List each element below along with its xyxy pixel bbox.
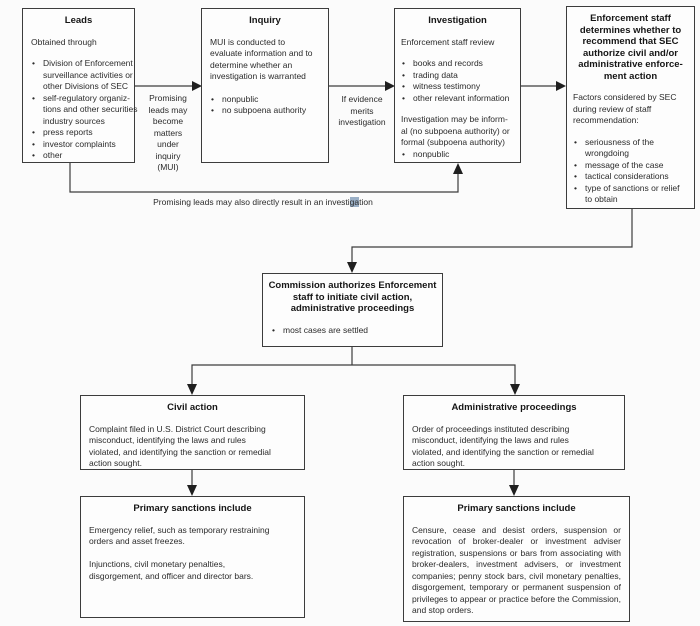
list-item: nonpublic bbox=[210, 94, 323, 106]
direct-label-text: tion bbox=[359, 197, 373, 207]
inquiry-title: Inquiry bbox=[249, 15, 281, 26]
enforcement-title: Enforcement staff determines whether to … bbox=[578, 13, 683, 82]
leads-box: Leads Obtained through Division of Enfor… bbox=[22, 8, 138, 163]
admin-sanctions-box: Primary sanctions include Censure, cease… bbox=[403, 496, 630, 622]
list-item: tactical considerations bbox=[573, 171, 692, 183]
direct-label-text: Promising leads may also directly result… bbox=[153, 197, 350, 207]
arrowhead-down-icon bbox=[347, 262, 357, 273]
arrowhead-right-icon bbox=[385, 81, 395, 91]
direct-label-selection: ga bbox=[349, 197, 360, 207]
civil-action-title: Civil action bbox=[167, 402, 218, 413]
list-item: trading data bbox=[401, 70, 518, 82]
elbow-leads-to-investigation bbox=[69, 163, 459, 193]
civil-sanctions-box: Primary sanctions include Emergency reli… bbox=[80, 496, 305, 618]
leads-title: Leads bbox=[64, 15, 93, 26]
list-item: most cases are settled bbox=[271, 325, 437, 337]
inquiry-list: nonpublic no subpoena authority bbox=[210, 94, 323, 117]
investigation-box: Investigation Enforcement staff review b… bbox=[394, 8, 521, 163]
inquiry-paragraph: MUI is conducted to evaluate information… bbox=[210, 36, 313, 82]
list-item: seriousness of the wrongdoing bbox=[573, 137, 692, 160]
evidence-arrow-label: If evidence merits investigation bbox=[338, 94, 386, 127]
civil-sanctions-paragraph-2: Injunctions, civil monetary penalties, d… bbox=[89, 559, 254, 581]
arrowhead-right-icon bbox=[192, 81, 202, 91]
list-item: type of sanctions or relief to obtain bbox=[573, 183, 692, 206]
admin-proceedings-title: Administrative proceedings bbox=[451, 402, 577, 413]
list-item: other bbox=[31, 150, 129, 162]
list-item: self-regulatory organiz- tions and other… bbox=[31, 93, 138, 128]
investigation-list: books and records trading data witness t… bbox=[401, 58, 518, 104]
civil-action-box: Civil action Complaint filed in U.S. Dis… bbox=[80, 395, 305, 470]
commission-title: Commission authorizes Enforcement staff … bbox=[268, 280, 437, 314]
direct-investigation-label: Promising leads may also directly result… bbox=[118, 197, 408, 209]
list-item: books and records bbox=[401, 58, 518, 70]
list-item: investor complaints bbox=[31, 139, 129, 151]
list-item: nonpublic bbox=[401, 149, 518, 161]
inquiry-box: Inquiry MUI is conducted to evaluate inf… bbox=[201, 8, 329, 163]
civil-sanctions-title: Primary sanctions include bbox=[133, 503, 252, 514]
list-item: no subpoena authority bbox=[210, 105, 323, 117]
list-item: press reports bbox=[31, 127, 129, 139]
list-item: message of the case bbox=[573, 160, 692, 172]
elbow-enforcement-to-commission bbox=[351, 209, 633, 264]
enforcement-list: seriousness of the wrongdoing message of… bbox=[573, 137, 692, 206]
arrowhead-up-icon bbox=[453, 163, 463, 174]
admin-proceedings-box: Administrative proceedings Order of proc… bbox=[403, 395, 625, 470]
enforcement-paragraph: Factors considered by SEC during review … bbox=[573, 92, 677, 125]
commission-list: most cases are settled bbox=[271, 325, 437, 337]
list-item: Division of Enforcement surveillance act… bbox=[31, 58, 133, 93]
civil-sanctions-paragraph-1: Emergency relief, such as temporary rest… bbox=[89, 524, 270, 547]
admin-sanctions-title: Primary sanctions include bbox=[457, 503, 576, 514]
mui-arrow-label: Promising leads may become matters under… bbox=[148, 93, 188, 172]
admin-sanctions-paragraph: Censure, cease and desist orders, suspen… bbox=[412, 524, 621, 616]
leads-list: Division of Enforcement surveillance act… bbox=[31, 58, 138, 162]
leads-intro: Obtained through bbox=[31, 36, 97, 47]
enforcement-box: Enforcement staff determines whether to … bbox=[566, 6, 695, 209]
arrowhead-down-icon bbox=[187, 384, 197, 395]
investigation-intro: Enforcement staff review bbox=[401, 36, 495, 47]
split-commission-to-actions bbox=[191, 347, 516, 386]
investigation-title: Investigation bbox=[428, 15, 487, 26]
investigation-paragraph: Investigation may be inform- al (no subp… bbox=[401, 114, 510, 147]
civil-action-paragraph: Complaint filed in U.S. District Court d… bbox=[89, 423, 271, 469]
arrowhead-right-icon bbox=[556, 81, 566, 91]
arrowhead-down-icon bbox=[510, 384, 520, 395]
investigation-list-2: nonpublic bbox=[401, 149, 518, 161]
arrowhead-down-icon bbox=[187, 485, 197, 496]
admin-proceedings-paragraph: Order of proceedings instituted describi… bbox=[412, 423, 594, 469]
arrowhead-down-icon bbox=[509, 485, 519, 496]
list-item: other relevant information bbox=[401, 93, 518, 105]
commission-box: Commission authorizes Enforcement staff … bbox=[262, 273, 443, 347]
list-item: witness testimony bbox=[401, 81, 518, 93]
